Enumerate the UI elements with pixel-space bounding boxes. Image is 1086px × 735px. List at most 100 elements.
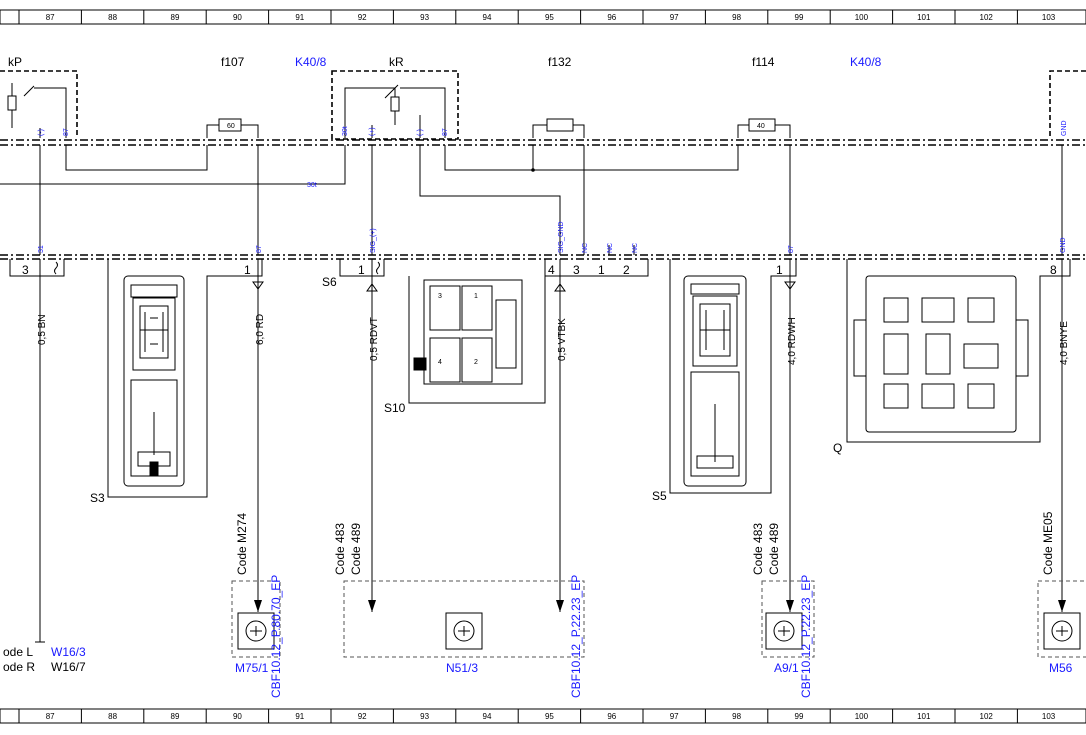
reference-m75-1: CBF10.12_P.80.70_EP	[269, 575, 283, 698]
fuse-f107-rating: 60	[227, 123, 235, 130]
relay-kp-pin-87: 87	[63, 128, 70, 136]
wire-label-0-5-rdvt: 0,5 RDVT	[369, 317, 380, 361]
relay-kr-pin-plus: (+)	[369, 127, 376, 136]
bottom-ruler-number: 89	[171, 712, 180, 721]
top-ruler-number: 102	[980, 13, 994, 22]
reference-a9-1: CBF10.12_P.22.23_EP	[799, 575, 813, 698]
component-a9-1	[761, 580, 815, 658]
bottom-ruler-number: 90	[233, 712, 242, 721]
component-m56-label: M56	[1049, 661, 1073, 675]
top-ruler-number: 98	[732, 13, 741, 22]
bottom-ruler-number: 96	[607, 712, 616, 721]
relay-kr	[331, 70, 459, 140]
bottom-ruler-number: 94	[483, 712, 492, 721]
component-n51-3	[343, 580, 585, 658]
connector-q	[846, 259, 1071, 443]
relay-kr-label: kR	[389, 55, 404, 69]
relay-kp-label: kP	[8, 55, 22, 69]
ground-note-l-code: ode L	[3, 645, 33, 659]
ground-note-l-ref: W16/3	[51, 645, 86, 659]
top-ruler-number: 87	[46, 13, 55, 22]
s6-pin-1: 1	[358, 263, 365, 277]
component-m56	[1037, 580, 1086, 658]
connector-s3	[9, 259, 263, 498]
s3-pin-1: 1	[244, 263, 251, 277]
relay-kr-pin-30t: 30t	[342, 126, 349, 136]
bottom-ruler-number: 101	[917, 712, 931, 721]
component-n51-3-label: N51/3	[446, 661, 478, 675]
relay-kr-pin-minus: (-)	[417, 129, 424, 136]
fuse-f132-name: f132	[548, 55, 572, 69]
harness-wires	[35, 259, 1063, 643]
junction-dot	[531, 168, 535, 172]
wire-label-4-0-bnye: 4,0 BNYE	[1059, 321, 1070, 365]
internal-wires	[0, 145, 1063, 255]
code-483-a: Code 483	[333, 523, 347, 575]
connector-s6-label: S6	[322, 275, 337, 289]
reference-n51-3: CBF10.12_P.22.23_EP	[569, 575, 583, 698]
s3-pin-3: 3	[22, 263, 29, 277]
right-edge-pin-gnd: GND	[1061, 120, 1068, 136]
fuse-f114-name: f114	[752, 55, 775, 69]
top-ruler-number: 91	[295, 13, 304, 22]
bottom-ruler-number: 91	[295, 712, 304, 721]
top-ruler-number: 94	[483, 13, 492, 22]
bottom-ruler-number: 88	[108, 712, 117, 721]
s10-pin-4: 4	[548, 263, 555, 277]
connector-s10	[408, 259, 649, 404]
ground-note-r-ref: W16/7	[51, 660, 86, 674]
fuse-f107-name: f107	[221, 55, 245, 69]
top-ruler-number: 101	[917, 13, 931, 22]
top-ruler-number: 95	[545, 13, 554, 22]
s10-cavity-2: 2	[474, 359, 478, 366]
bottom-ruler-number: 99	[795, 712, 804, 721]
bottom-ruler-number: 102	[980, 712, 994, 721]
fuse-f114-rating: 40	[757, 123, 765, 130]
pin-nc-2-label: NC	[607, 243, 614, 253]
top-ruler-number: 103	[1042, 13, 1056, 22]
connector-s5	[669, 259, 797, 494]
s10-cavity-3: 3	[438, 293, 442, 300]
relay-kp	[0, 70, 78, 138]
pin-31-label: 31	[38, 245, 45, 253]
module-k40-8-right: K40/8	[850, 55, 882, 69]
component-m75-1	[231, 580, 281, 658]
connector-s6	[339, 259, 385, 277]
component-m75-1-label: M75/1	[235, 661, 269, 675]
s5-pin-1: 1	[776, 263, 783, 277]
bottom-ruler-number: 93	[420, 712, 429, 721]
fuse-f132	[532, 118, 585, 138]
bottom-ruler-number: 92	[358, 712, 367, 721]
fuse-f107	[206, 118, 259, 138]
connector-s5-label: S5	[652, 489, 667, 503]
s10-pin-3: 3	[573, 263, 580, 277]
connector-s10-label: S10	[384, 401, 406, 415]
top-ruler-number: 88	[108, 13, 117, 22]
top-ruler-number: 99	[795, 13, 804, 22]
pin-sig-gnd-label: SIG_GND	[558, 221, 565, 253]
pin-nc-1-label: NC	[582, 243, 589, 253]
bottom-ruler-number: 95	[545, 712, 554, 721]
fuse-f114	[737, 118, 791, 138]
ground-note-r-code: ode R	[3, 660, 35, 674]
module-boundary-lines	[0, 139, 1086, 260]
code-489-a: Code 489	[349, 523, 363, 575]
top-ruler-number: 96	[607, 13, 616, 22]
code-489-b: Code 489	[767, 523, 781, 575]
relay-right-edge	[1049, 70, 1086, 138]
top-ruler-number: 92	[358, 13, 367, 22]
pin-gnd-q-label: GND	[1060, 237, 1067, 253]
wire-30t-label: 30t	[307, 182, 317, 189]
top-ruler-number: 93	[420, 13, 429, 22]
relay-kr-pin-87: 87	[442, 128, 449, 136]
s10-cavity-1: 1	[474, 293, 478, 300]
connector-arrows	[252, 281, 796, 292]
pin-nc-3-label: NC	[632, 243, 639, 253]
connector-s3-label: S3	[90, 491, 105, 505]
component-a9-1-label: A9/1	[774, 661, 799, 675]
top-ruler-number: 100	[855, 13, 869, 22]
pin-sig-plus-label: SIG_(+)	[370, 228, 377, 253]
